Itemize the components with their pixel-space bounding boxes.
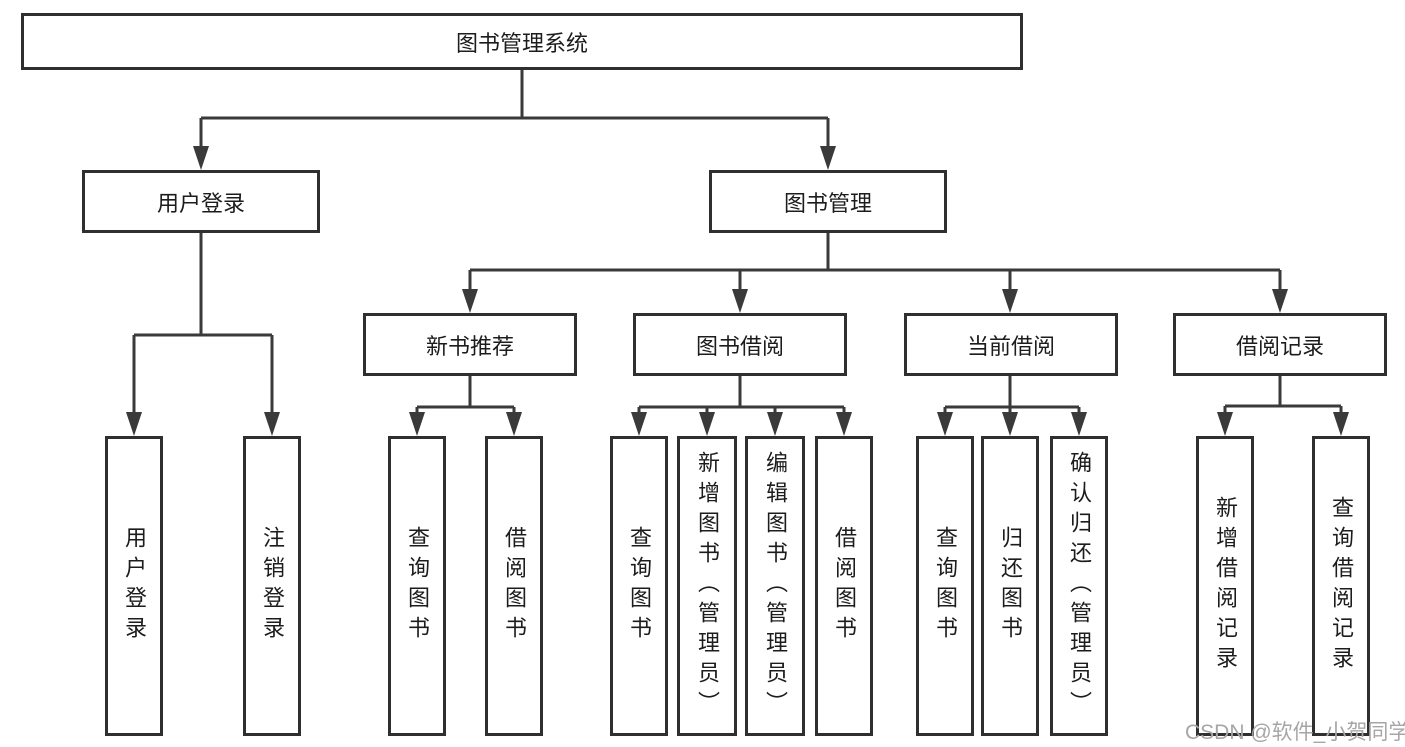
node-root-library-system: 图书管理系统 bbox=[21, 13, 1023, 70]
watermark: CSDN @软件_小贺同学 bbox=[1185, 721, 1405, 744]
leaf-borrow-add-books-admin: 新增图书（管理员） bbox=[677, 436, 737, 736]
branch-current-borrowing bbox=[937, 374, 1087, 436]
branch-borrowing-records bbox=[1217, 374, 1349, 436]
leaf-logout: 注销登录 bbox=[243, 436, 301, 736]
branch-new-book-recommendation bbox=[409, 374, 522, 436]
branch-book-management bbox=[462, 231, 1288, 313]
branch-user-login bbox=[126, 231, 280, 436]
node-user-login: 用户登录 bbox=[82, 170, 320, 233]
leaf-recommend-borrow-books: 借阅图书 bbox=[485, 436, 543, 736]
leaf-records-query-record: 查询借阅记录 bbox=[1312, 436, 1370, 736]
node-current-borrowing: 当前借阅 bbox=[904, 313, 1118, 376]
leaf-current-return-books: 归还图书 bbox=[981, 436, 1039, 736]
node-book-management: 图书管理 bbox=[709, 170, 947, 233]
leaf-borrow-edit-books-admin: 编辑图书（管理员） bbox=[745, 436, 805, 736]
leaf-user-login: 用户登录 bbox=[105, 436, 163, 736]
branch-root bbox=[193, 67, 836, 170]
leaf-current-confirm-return-admin: 确认归还（管理员） bbox=[1050, 436, 1108, 736]
leaf-borrow-borrow-books: 借阅图书 bbox=[815, 436, 873, 736]
leaf-recommend-query-books: 查询图书 bbox=[388, 436, 446, 736]
branch-book-borrowing bbox=[631, 374, 852, 436]
leaf-borrow-query-books: 查询图书 bbox=[610, 436, 668, 736]
leaf-records-add-record: 新增借阅记录 bbox=[1196, 436, 1254, 736]
node-borrowing-records: 借阅记录 bbox=[1173, 313, 1387, 376]
node-book-borrowing: 图书借阅 bbox=[633, 313, 847, 376]
node-new-book-recommendation: 新书推荐 bbox=[363, 313, 577, 376]
leaf-current-query-books: 查询图书 bbox=[916, 436, 974, 736]
